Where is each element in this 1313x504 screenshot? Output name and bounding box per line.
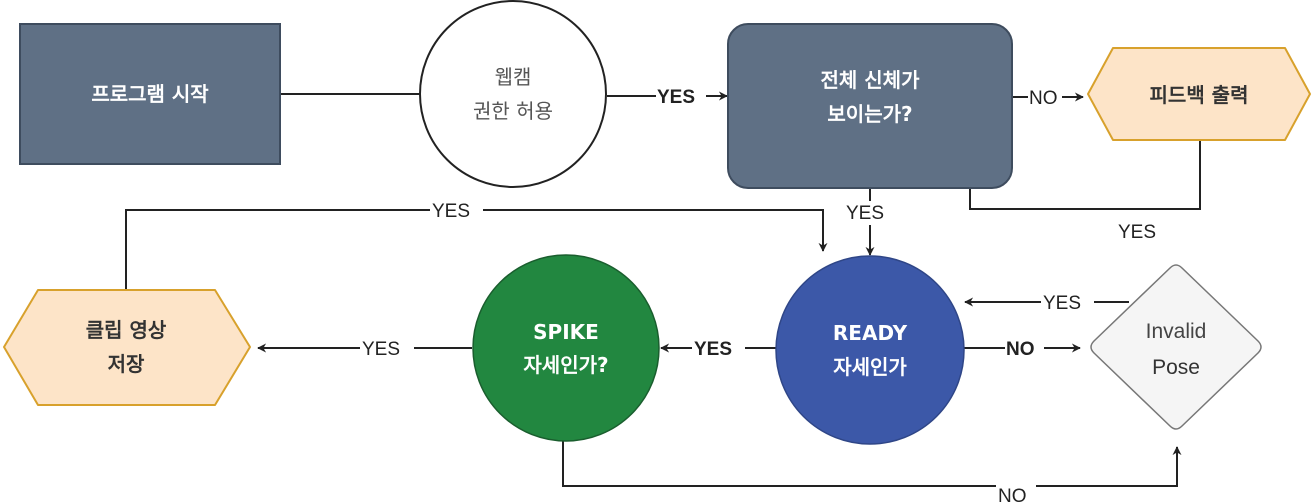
node-label-line2: Pose [1152, 356, 1200, 379]
edge-label-yes: YES [362, 339, 400, 360]
edge-label-no: NO [998, 486, 1027, 504]
edge-feedback-to-fullbody: YES [965, 140, 1201, 243]
node-label-line1: Invalid [1146, 320, 1207, 343]
arrow-line [483, 209, 828, 252]
node-label-line2: 권한 허용 [473, 99, 553, 123]
edge-label-no: NO [1029, 88, 1058, 109]
node-label-line2: 자세인가 [833, 355, 907, 379]
node-label-line1: SPIKE [533, 320, 599, 344]
node-full-body-check: 전체 신체가 보이는가? [727, 23, 1013, 189]
node-invalid-pose: Invalid Pose [1090, 264, 1262, 430]
edge-ready-to-invalid: NO [964, 339, 1081, 360]
output-hexagon [1087, 47, 1311, 141]
node-clip-save: 클립 영상 저장 [3, 289, 251, 406]
node-label-line1: 전체 신체가 [821, 68, 921, 92]
edge-clipsave-to-ready: YES [125, 201, 828, 289]
decision-box [727, 23, 1013, 189]
node-webcam-permission: 웹캠 권한 허용 [419, 0, 607, 188]
decision-diamond [1090, 264, 1262, 430]
edge-label-yes: YES [846, 203, 884, 224]
node-label-line2: 저장 [108, 352, 145, 376]
node-program-start: 프로그램 시작 [19, 23, 281, 165]
edge-label-yes: YES [694, 339, 732, 360]
node-label-line1: READY [833, 321, 908, 345]
node-label-line2: 보이는가? [827, 102, 912, 126]
node-ready-pose-check: READY 자세인가 [775, 255, 965, 445]
decision-circle [472, 254, 660, 442]
node-label: 프로그램 시작 [91, 82, 209, 106]
decision-circle [775, 255, 965, 445]
terminal-circle [419, 0, 607, 188]
edge-spike-to-clipsave: YES [257, 339, 472, 360]
edge-line [125, 209, 430, 289]
node-label-line2: 자세인가? [523, 353, 608, 377]
process-box [19, 23, 281, 165]
output-hexagon [3, 289, 251, 406]
node-feedback-output: 피드백 출력 [1087, 47, 1311, 141]
node-label-line1: 웹캠 [495, 65, 532, 89]
edge-label-no: NO [1006, 339, 1035, 360]
edge-ready-to-spike: YES [660, 339, 776, 360]
node-label-line1: 클립 영상 [86, 318, 167, 342]
edge-fullbody-to-feedback: NO [1012, 88, 1084, 109]
edge-label-yes: YES [1118, 222, 1156, 243]
edge-fullbody-to-ready: YES [846, 188, 884, 256]
edge-line [562, 441, 996, 487]
edge-webcam-to-fullbody: YES [607, 87, 728, 108]
edge-label-yes: YES [657, 87, 695, 108]
edge-label-yes: YES [432, 201, 470, 222]
edge-label-yes: YES [1043, 293, 1081, 314]
arrow-line [1036, 446, 1182, 487]
edge-spike-to-invalid: NO [562, 441, 1182, 504]
node-label: 피드백 출력 [1150, 83, 1249, 107]
node-spike-pose-check: SPIKE 자세인가? [472, 254, 660, 442]
edge-invalid-to-ready: YES [964, 293, 1129, 314]
edge-line [965, 140, 1201, 210]
